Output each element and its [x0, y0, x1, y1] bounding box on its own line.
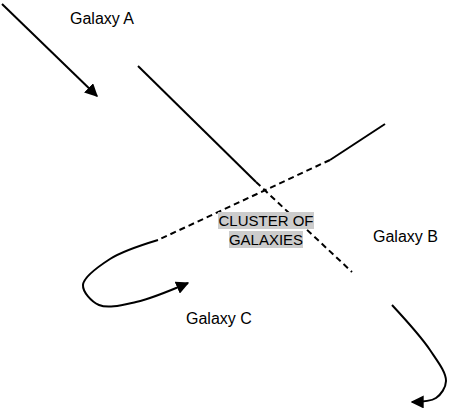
text-slot: Galaxy A: [70, 10, 134, 28]
spiral-arm: [339, 265, 398, 300]
galaxy-image: [177, 262, 215, 294]
galaxy-node: Galaxy C: [177, 262, 215, 294]
trajectory-b-exit: [392, 305, 446, 402]
text-slot: Galaxy B: [373, 228, 438, 246]
galaxy-label: Galaxy B: [373, 228, 438, 246]
text-slot: CLUSTER OF GALAXIES: [201, 211, 331, 249]
galaxy-core: [193, 276, 199, 281]
galaxy-label: Galaxy C: [186, 310, 252, 328]
spiral-arm: [342, 274, 401, 309]
galaxy-disc: [59, 65, 135, 133]
galaxy-core: [89, 92, 104, 106]
galaxy-node: Galaxy B: [322, 250, 417, 322]
image-ground: [62, 63, 132, 135]
galaxy-label: Galaxy A: [70, 10, 134, 28]
image-ground: [322, 250, 417, 322]
trajectory-b-approach: [138, 66, 256, 182]
trajectory-c-return: [83, 240, 188, 307]
spiral-arm: [72, 74, 126, 118]
cluster-ellipse: [156, 151, 376, 335]
trajectory-c-approach: [330, 124, 385, 160]
cluster-node: CLUSTER OF GALAXIESGalaxy C: [155, 150, 377, 336]
galaxy-image: [322, 250, 417, 322]
text-slot: Galaxy C: [186, 310, 252, 328]
galaxy-disc: [179, 267, 213, 290]
image-ground: [177, 262, 215, 294]
galaxy-disc: [330, 256, 408, 317]
galaxy-node: Galaxy A: [62, 63, 132, 135]
cluster-label: CLUSTER OF GALAXIES: [218, 212, 313, 248]
spiral-arm: [183, 271, 209, 283]
spiral-arm: [67, 82, 121, 125]
spiral-arm: [182, 275, 208, 286]
galaxy-core: [362, 280, 377, 293]
galaxy-image: [62, 63, 132, 135]
